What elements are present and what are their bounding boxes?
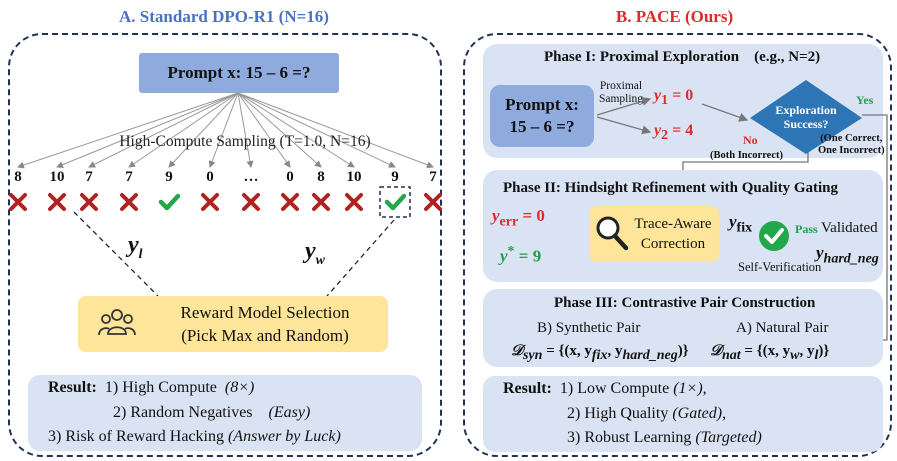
sampling-line (237, 92, 322, 168)
users-icon (98, 309, 136, 336)
decision-label: Exploration Success? (775, 103, 837, 131)
result-b-line1: Result: 1) Low Compute (1×), (503, 380, 707, 397)
cross-icon (48, 193, 66, 211)
cross-icon (80, 193, 98, 211)
yw-link (326, 219, 395, 297)
cross-icon (312, 193, 330, 211)
synthetic-pair-label: B) Synthetic Pair (537, 320, 641, 336)
y1-label: y1 = 0 (654, 87, 694, 109)
answer: 7 (85, 169, 93, 185)
y-hard-neg-label: yhard_neg (816, 243, 879, 267)
y-w-label: yw (305, 238, 325, 268)
answer: 0 (206, 169, 214, 185)
proximal-sampling-label: Proximal Sampling (598, 80, 644, 105)
answer: … (243, 169, 259, 185)
selected-highlight (379, 186, 411, 218)
answer: 0 (286, 169, 294, 185)
d-syn-formula: 𝒟syn = {(x, yfix, yhard_neg)} (511, 343, 689, 363)
correction-label: Trace-Aware Correction (634, 216, 712, 252)
result-b-line2: 2) High Quality (Gated), (567, 405, 727, 422)
answer: 9 (165, 169, 173, 185)
answer: 7 (429, 169, 437, 185)
phase3-box (483, 289, 883, 367)
answer: 10 (49, 169, 65, 185)
result-a-line2: 2) Random Negatives (Easy) (113, 404, 311, 421)
sampling-line (168, 92, 239, 168)
answer: 7 (125, 169, 133, 185)
verified-check-icon (759, 221, 789, 251)
cross-icon (242, 193, 260, 211)
y-err-label: yerr = 0 (492, 206, 545, 230)
sampling-line (56, 92, 239, 168)
reward-model-line2: (Pick Max and Random) (181, 326, 349, 345)
sampling-line (237, 92, 434, 169)
no-label: No (743, 133, 758, 147)
magnifier-icon (596, 216, 629, 251)
phase1-title: Phase I: Proximal Exploration (e.g., N=2… (544, 49, 821, 65)
cross-icon (424, 193, 442, 211)
sampling-line (208, 92, 239, 168)
sampling-line (237, 92, 254, 168)
phase1-prompt: Prompt x: 15 – 6 =? (490, 85, 594, 147)
check-icon (158, 193, 180, 211)
panel-b (463, 33, 892, 457)
phase2-title: Phase II: Hindsight Refinement with Qual… (503, 180, 839, 196)
answer: 10 (346, 169, 362, 185)
result-b-line3: 3) Robust Learning (Targeted) (567, 429, 762, 446)
y-fix-label: yfix (729, 212, 753, 236)
panel-a-result (28, 375, 422, 451)
y-star-label: y* = 9 (500, 244, 542, 266)
reward-model-box (78, 296, 388, 352)
sampling-label: High-Compute Sampling (T=1.0, N=16) (119, 133, 371, 150)
cross-icon (9, 193, 27, 211)
cross-icon (120, 193, 138, 211)
answer: 9 (391, 169, 399, 185)
yl-link (73, 211, 159, 297)
cross-icon (281, 193, 299, 211)
phase3-title: Phase III: Contrastive Pair Construction (554, 295, 816, 311)
panel-a-prompt: Prompt x: 15 – 6 =? (139, 53, 339, 93)
self-verification-label: Self-Verification (738, 260, 822, 274)
no-note: (Both Incorrect) (710, 150, 783, 161)
d-nat-formula: 𝒟nat = {(x, yw, yl)} (710, 343, 830, 363)
panel-b-result (483, 376, 883, 452)
y2-label: y2 = 4 (654, 122, 694, 144)
yes-label: Yes (856, 93, 874, 107)
sampling-line (88, 92, 239, 168)
panel-b-title: B. PACE (Ours) (615, 7, 734, 26)
cross-icon (201, 193, 219, 211)
panel-a (8, 33, 442, 457)
reward-model-line1: Reward Model Selection (180, 303, 350, 322)
sampling-line (237, 92, 396, 168)
yes-note: (One Correct, One Incorrect) (818, 133, 885, 156)
decision-diamond (750, 80, 862, 154)
sampling-line (237, 92, 291, 168)
result-a-line3: 3) Risk of Reward Hacking (Answer by Luc… (48, 428, 341, 445)
result-a-line1: Result: 1) High Compute (8×) (48, 379, 255, 396)
check-icon (384, 193, 406, 211)
panel-a-connectors (17, 92, 434, 297)
sampling-line (128, 92, 239, 168)
answer: 8 (317, 169, 325, 185)
y-l-label: yl (128, 232, 143, 262)
validated-label: Validated (821, 220, 878, 236)
pass-label: Pass (795, 222, 818, 236)
sampling-line (237, 92, 355, 168)
answer: 8 (14, 169, 22, 185)
sampling-line (17, 92, 239, 169)
natural-pair-label: A) Natural Pair (736, 320, 829, 336)
cross-icon (345, 193, 363, 211)
panel-a-title: A. Standard DPO-R1 (N=16) (119, 7, 329, 26)
